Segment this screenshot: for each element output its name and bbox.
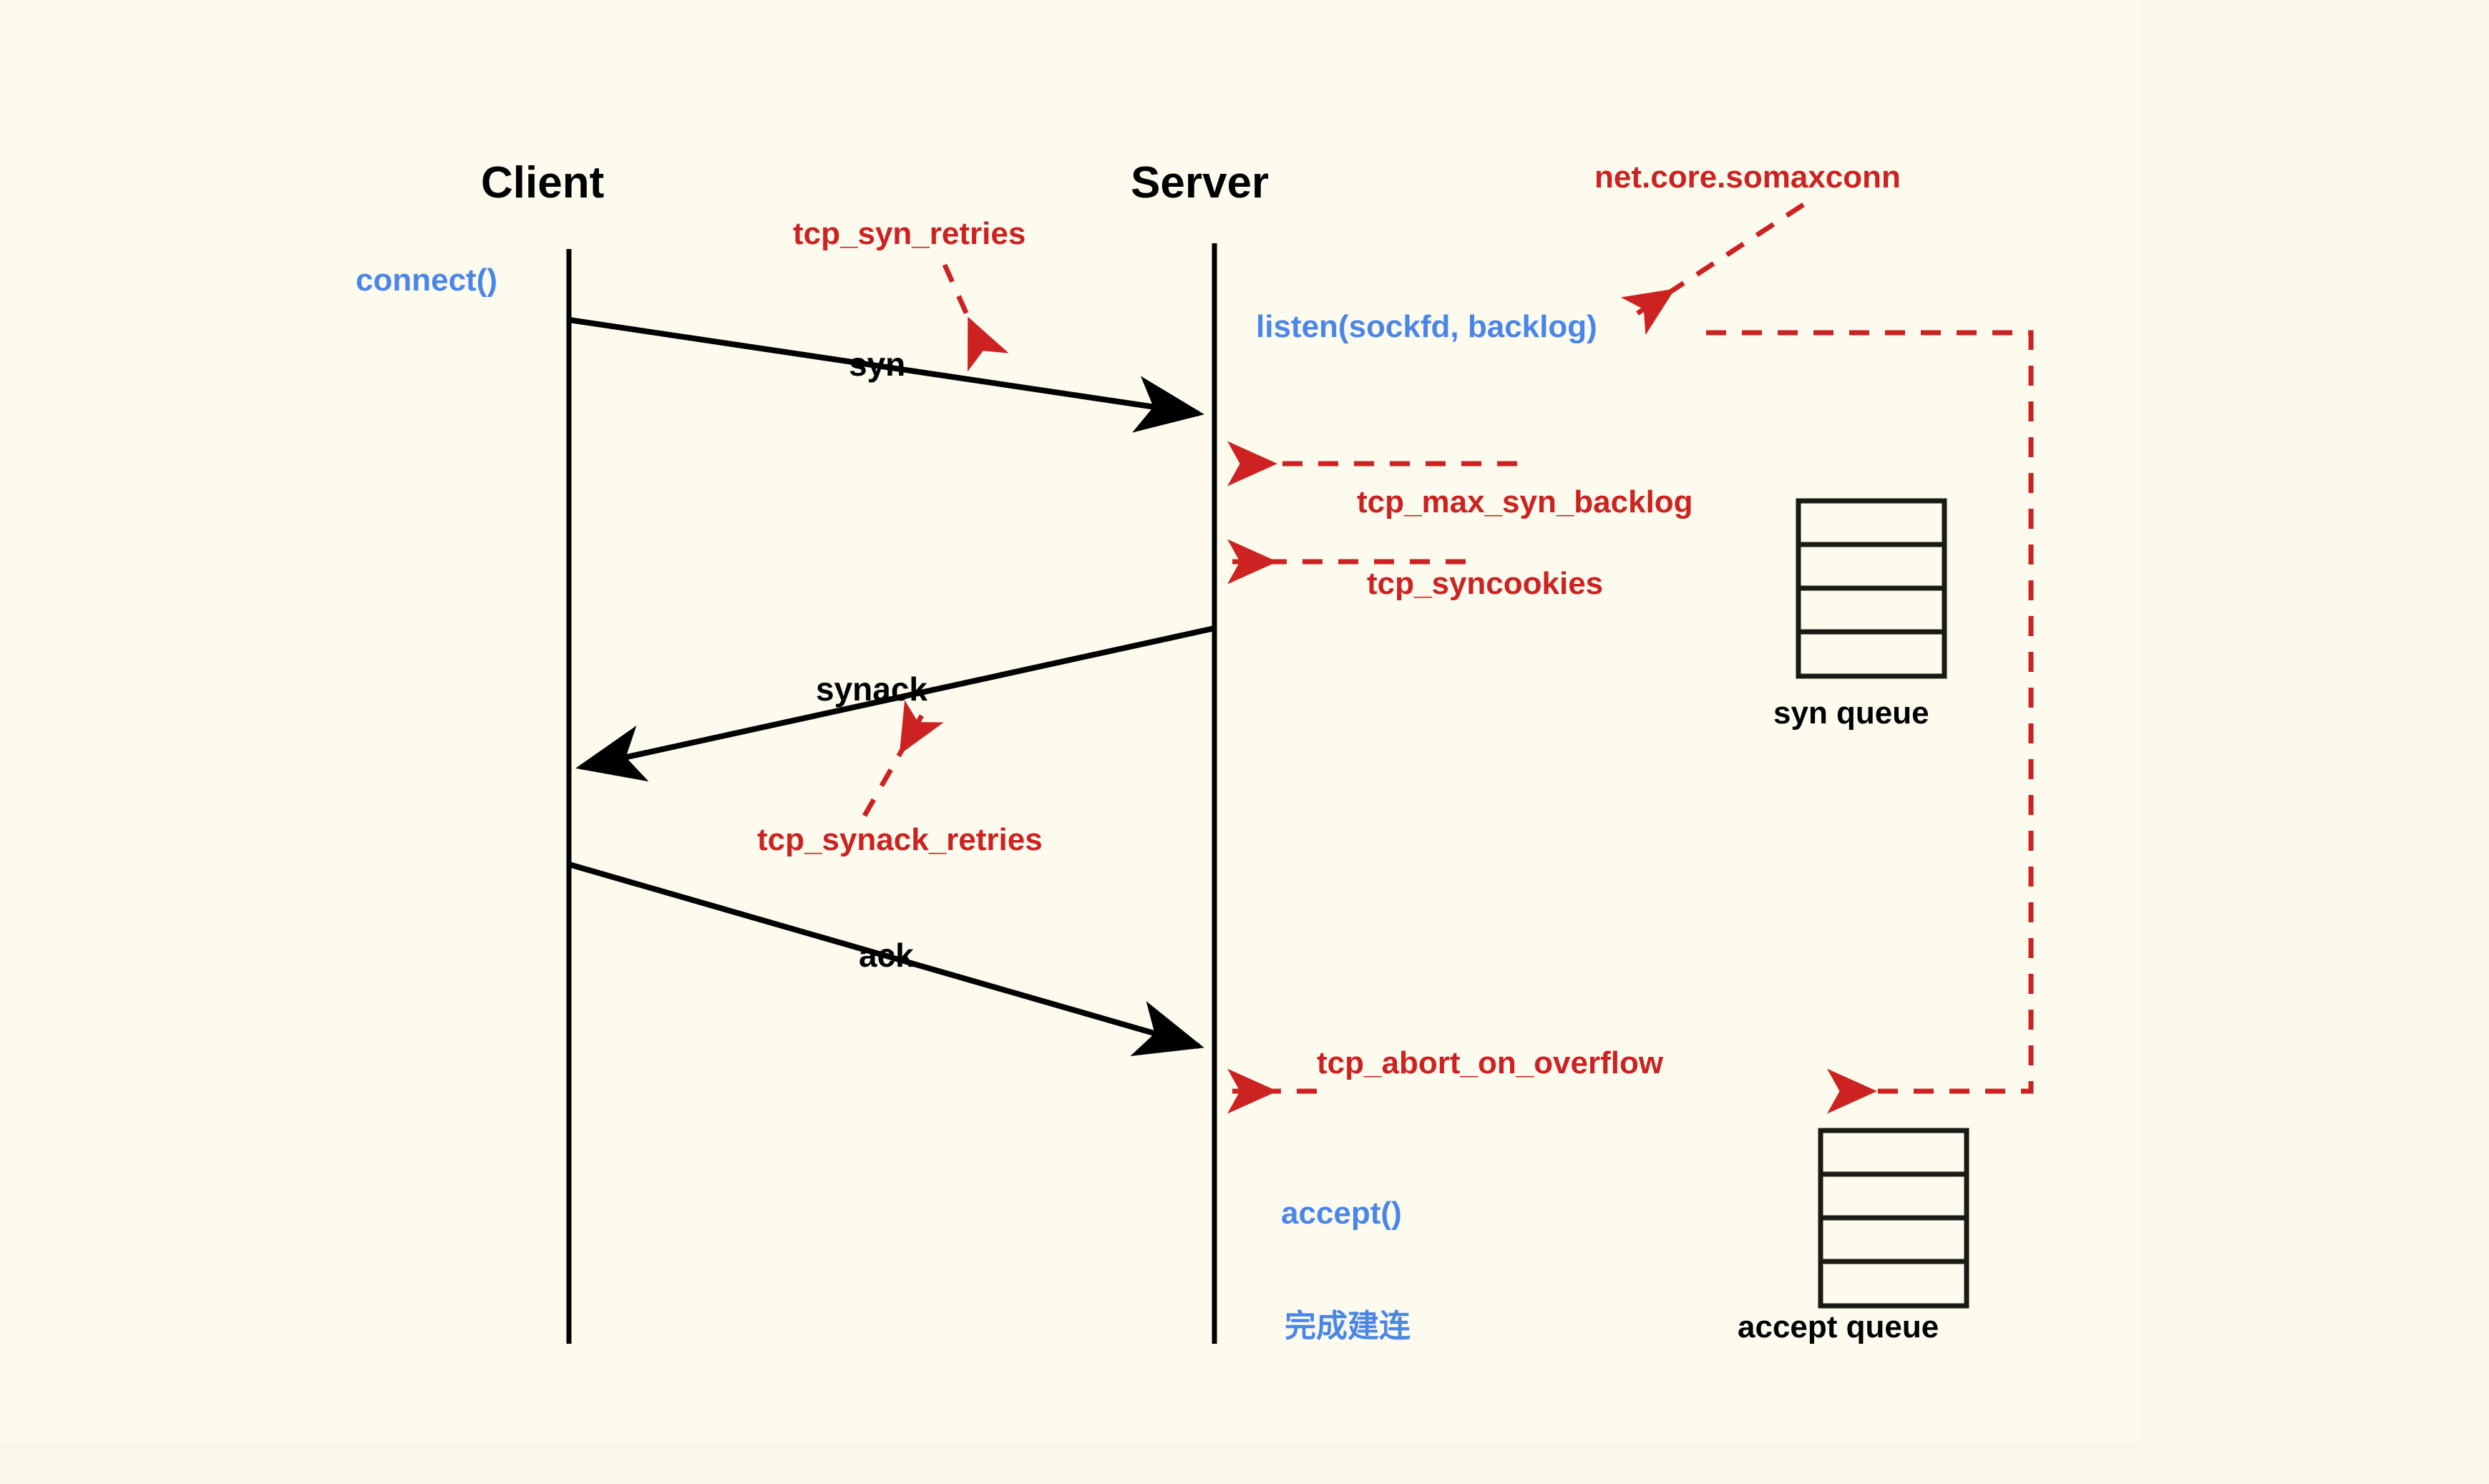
syn-queue-box — [1796, 498, 1947, 679]
message-label-ack: ack — [859, 937, 914, 974]
sysctl-label-tcp-synack-retries: tcp_synack_retries — [757, 822, 1043, 857]
queue-label-accept-queue: accept queue — [1738, 1309, 1939, 1344]
sysctl-label-tcp-max-syn-backlog: tcp_max_syn_backlog — [1357, 484, 1693, 519]
queue-label-syn-queue: syn queue — [1773, 695, 1929, 731]
backlog-routing-path — [1706, 330, 2034, 1114]
sysctl-label-tcp-syn-retries: tcp_syn_retries — [793, 216, 1026, 251]
canvas-background — [0, 0, 2140, 1442]
synack-arrow — [575, 625, 1215, 782]
sysctl-label-tcp-syncookies: tcp_syncookies — [1367, 566, 1604, 601]
message-label-syn: syn — [849, 346, 906, 383]
tcp-synack-retries-pointer — [862, 700, 944, 817]
ack-arrow — [568, 861, 1204, 1057]
message-label-synack: synack — [816, 670, 928, 708]
sysctl-label-tcp-abort-on-overflow: tcp_abort_on_overflow — [1317, 1045, 1664, 1080]
api-label-listen: listen(sockfd, backlog) — [1256, 309, 1597, 344]
somaxconn-pointer — [1620, 202, 1805, 336]
syn-arrow — [568, 317, 1204, 433]
actor-label-client: Client — [481, 158, 605, 208]
actor-label-server: Server — [1131, 158, 1270, 208]
tcp-syn-retries-pointer — [942, 263, 1009, 372]
api-label-accept: accept() — [1281, 1196, 1402, 1231]
sysctl-label-net-core-somaxconn: net.core.somaxconn — [1594, 160, 1901, 195]
api-label-connect: connect() — [356, 263, 497, 298]
accept-queue-box — [1818, 1128, 1969, 1309]
api-label-established: 完成建连 — [1285, 1309, 1411, 1344]
